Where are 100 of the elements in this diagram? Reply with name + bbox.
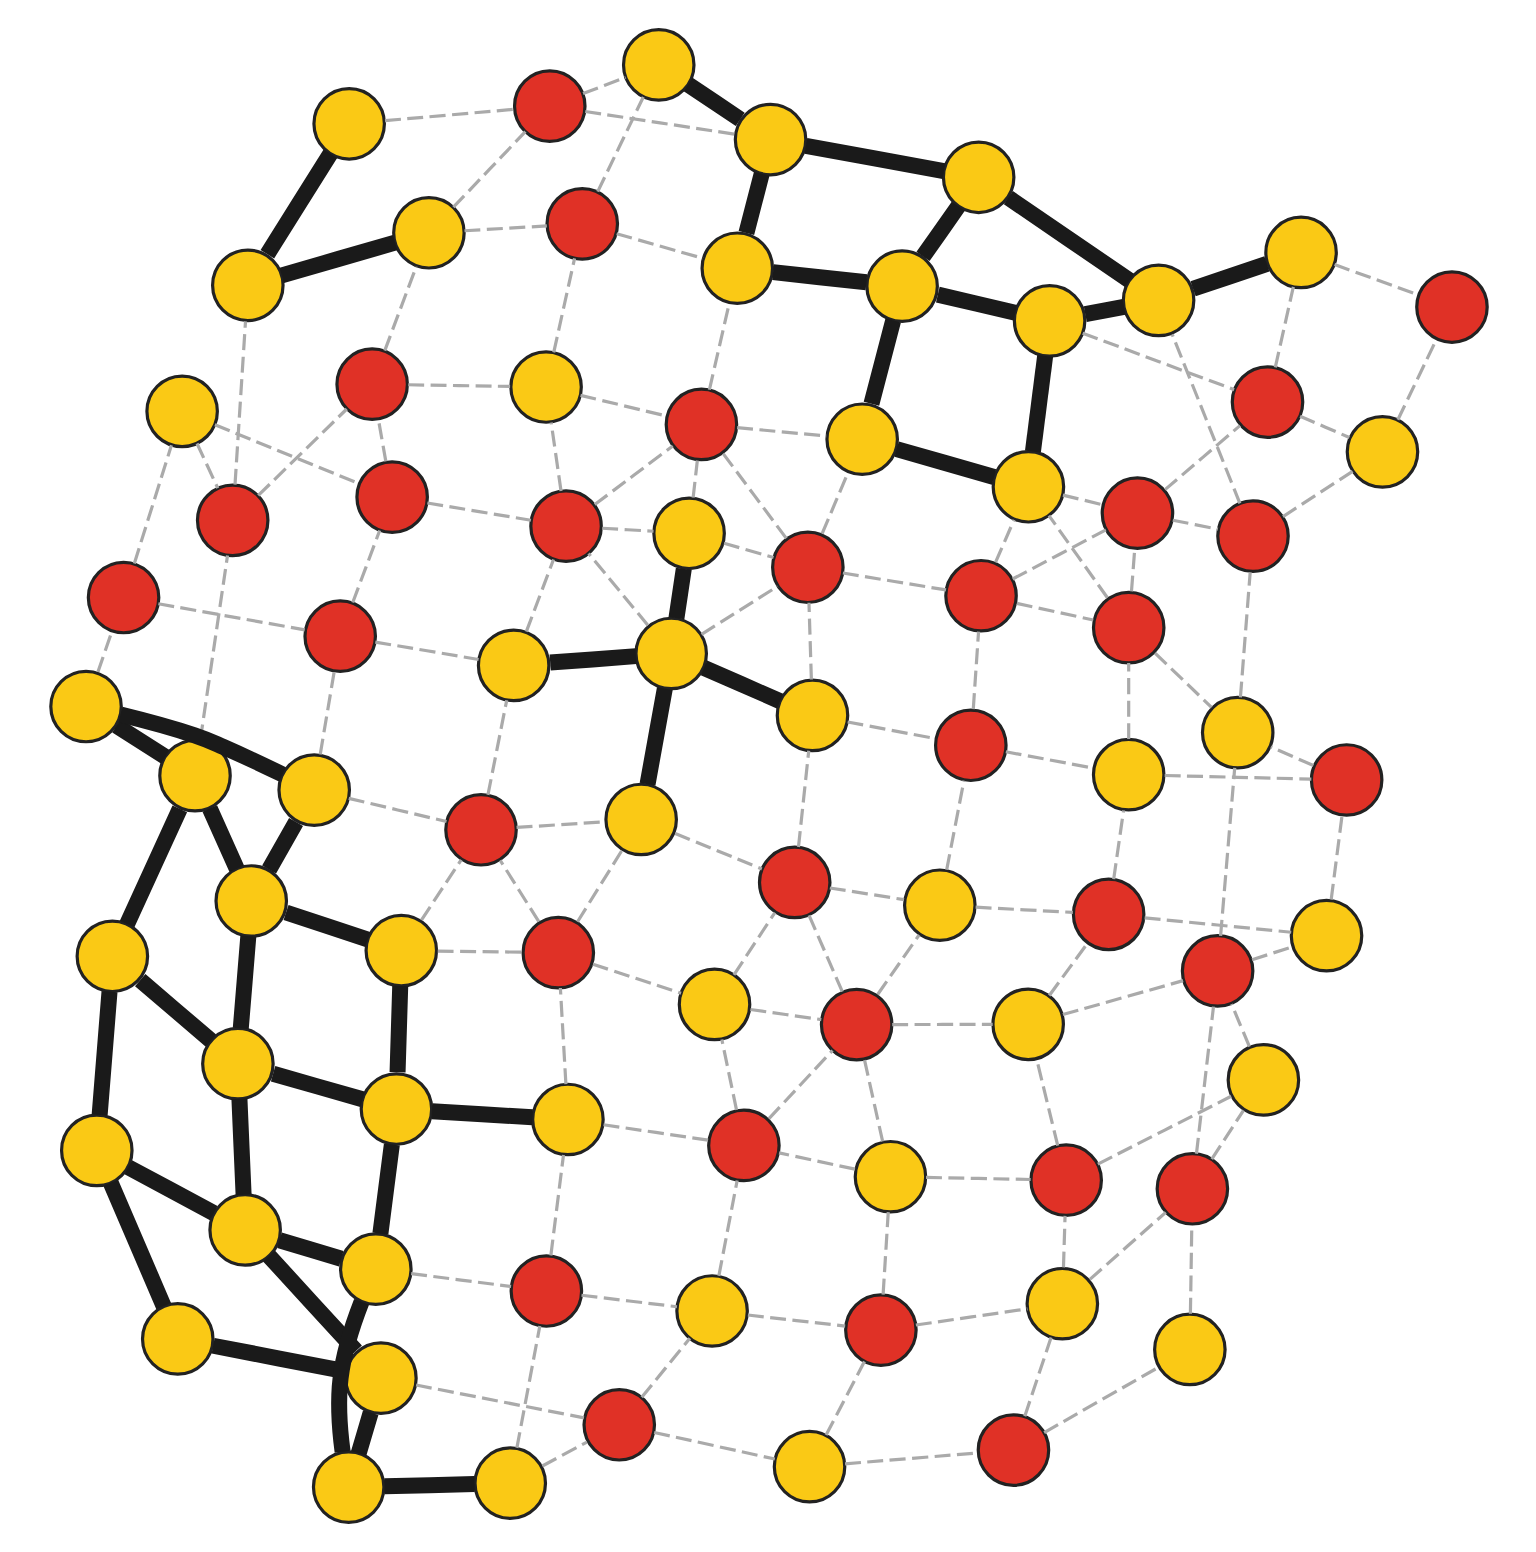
- node-circle: [940, 140, 1015, 215]
- connector: [722, 541, 773, 559]
- node-circle: [508, 1254, 583, 1328]
- connector: [1081, 331, 1234, 392]
- connector: [350, 1410, 378, 1456]
- connector: [131, 444, 172, 564]
- connector: [615, 232, 703, 260]
- connector: [652, 1430, 775, 1461]
- connector: [935, 286, 1017, 321]
- node-circle: [1028, 1143, 1102, 1218]
- connector: [1047, 943, 1088, 997]
- connector: [1096, 1094, 1231, 1166]
- node-circle: [1090, 737, 1165, 812]
- connector: [463, 224, 546, 233]
- connector: [880, 1212, 889, 1295]
- connector: [806, 914, 843, 993]
- node-circle: [157, 738, 231, 813]
- connector: [117, 706, 285, 782]
- node-circle: [674, 1274, 748, 1348]
- connector: [667, 567, 691, 620]
- node-circle: [358, 1072, 433, 1146]
- connector: [213, 423, 359, 485]
- connector: [925, 1175, 1030, 1182]
- connector: [497, 859, 540, 923]
- connector: [134, 974, 216, 1047]
- connector: [1015, 601, 1093, 622]
- node-circle: [1152, 1312, 1226, 1387]
- connector: [915, 201, 964, 262]
- connector: [777, 1151, 855, 1171]
- connector: [861, 1059, 884, 1142]
- node-circle: [144, 374, 218, 449]
- connector: [1298, 414, 1349, 439]
- node-circle: [1308, 743, 1383, 817]
- connector: [375, 419, 387, 462]
- connector: [1189, 256, 1269, 297]
- connector: [944, 780, 965, 871]
- node-circle: [528, 489, 602, 563]
- node-circle: [706, 1108, 780, 1183]
- connector: [771, 264, 867, 291]
- node-circle: [902, 868, 976, 943]
- node-circle: [1154, 1151, 1229, 1226]
- connector: [1250, 945, 1293, 962]
- connector: [374, 640, 478, 662]
- connector: [737, 171, 769, 236]
- connector: [1218, 767, 1236, 936]
- node-circle: [1024, 1266, 1099, 1341]
- connector: [1163, 773, 1311, 781]
- node-circle: [1225, 1043, 1300, 1117]
- connector: [201, 805, 244, 872]
- node-circle: [354, 460, 428, 534]
- connector: [586, 552, 649, 627]
- connector: [841, 571, 946, 592]
- connector: [111, 719, 169, 764]
- connector: [102, 1179, 170, 1310]
- connector: [690, 460, 698, 498]
- connector: [1229, 1003, 1250, 1048]
- connector: [795, 750, 810, 848]
- connector: [875, 934, 920, 996]
- connector: [1269, 745, 1313, 767]
- connector: [581, 75, 626, 96]
- connector: [1022, 1337, 1052, 1417]
- connector: [230, 1098, 251, 1195]
- node-circle: [843, 1293, 917, 1367]
- connector: [974, 905, 1072, 914]
- node-circle: [633, 616, 708, 691]
- connector: [843, 1451, 978, 1466]
- connector: [1046, 514, 1108, 599]
- connector: [232, 321, 247, 485]
- node-circle: [200, 1026, 274, 1101]
- connector: [1152, 651, 1212, 709]
- node-circle: [852, 1139, 927, 1214]
- connector: [548, 648, 636, 671]
- connector: [95, 630, 113, 673]
- connector: [426, 501, 531, 522]
- connector: [1281, 469, 1353, 518]
- connector: [388, 985, 408, 1073]
- connector: [731, 911, 776, 976]
- node-circle: [58, 1113, 133, 1188]
- connector: [1209, 1109, 1244, 1160]
- node-circle: [1011, 284, 1086, 358]
- connector: [1034, 1058, 1059, 1146]
- connector: [806, 602, 812, 680]
- node-circle: [1199, 695, 1274, 770]
- node-circle: [676, 967, 751, 1042]
- node-circle: [85, 560, 160, 635]
- node-circle: [824, 402, 898, 477]
- connector: [419, 858, 462, 921]
- connector: [1087, 1211, 1166, 1281]
- node-circle: [771, 1429, 846, 1504]
- connector: [1187, 1224, 1193, 1314]
- node-circle: [581, 1387, 656, 1462]
- connector: [719, 1039, 738, 1111]
- connector: [548, 1154, 565, 1256]
- node-circle: [975, 1413, 1050, 1487]
- connector: [261, 818, 302, 874]
- connector: [278, 234, 397, 284]
- connector: [485, 699, 508, 796]
- connector: [699, 584, 778, 636]
- node-circle: [475, 628, 550, 703]
- connector: [579, 393, 667, 418]
